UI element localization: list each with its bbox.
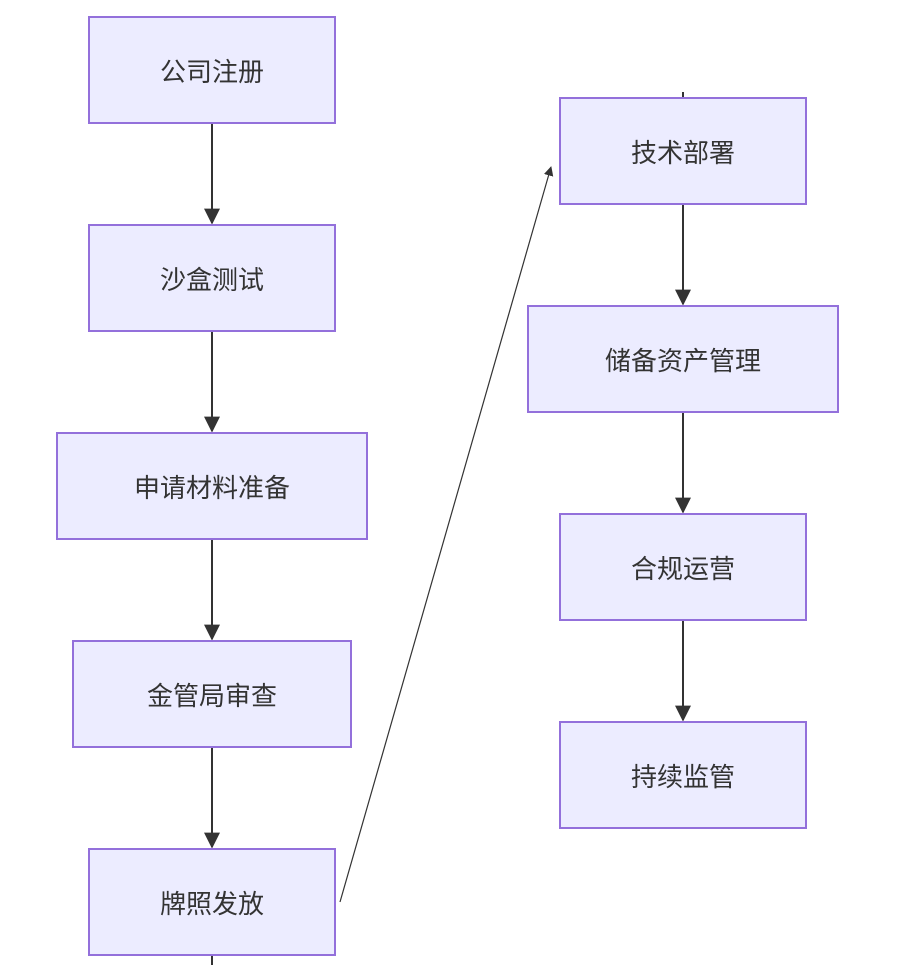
node-label: 持续监管 (630, 762, 735, 793)
node-license-issuance[interactable]: 牌照发放 (88, 848, 336, 956)
node-reserve-asset-management[interactable]: 储备资产管理 (527, 305, 839, 413)
node-label: 公司注册 (159, 57, 264, 88)
node-ongoing-supervision[interactable]: 持续监管 (559, 721, 807, 829)
node-label: 沙盒测试 (159, 265, 264, 296)
node-tech-deployment[interactable]: 技术部署 (559, 97, 807, 205)
node-application-materials[interactable]: 申请材料准备 (56, 432, 368, 540)
node-compliant-operations[interactable]: 合规运营 (559, 513, 807, 621)
node-label: 合规运营 (630, 554, 735, 585)
node-sandbox-testing[interactable]: 沙盒测试 (88, 224, 336, 332)
node-label: 技术部署 (630, 138, 735, 169)
node-hkma-review[interactable]: 金管局审查 (72, 640, 352, 748)
node-company-registration[interactable]: 公司注册 (88, 16, 336, 124)
node-label: 申请材料准备 (133, 473, 290, 504)
node-label: 金管局审查 (146, 681, 277, 712)
edge-n5-n6 (339, 166, 554, 903)
node-label: 储备资产管理 (604, 346, 761, 377)
node-label: 牌照发放 (159, 889, 264, 920)
